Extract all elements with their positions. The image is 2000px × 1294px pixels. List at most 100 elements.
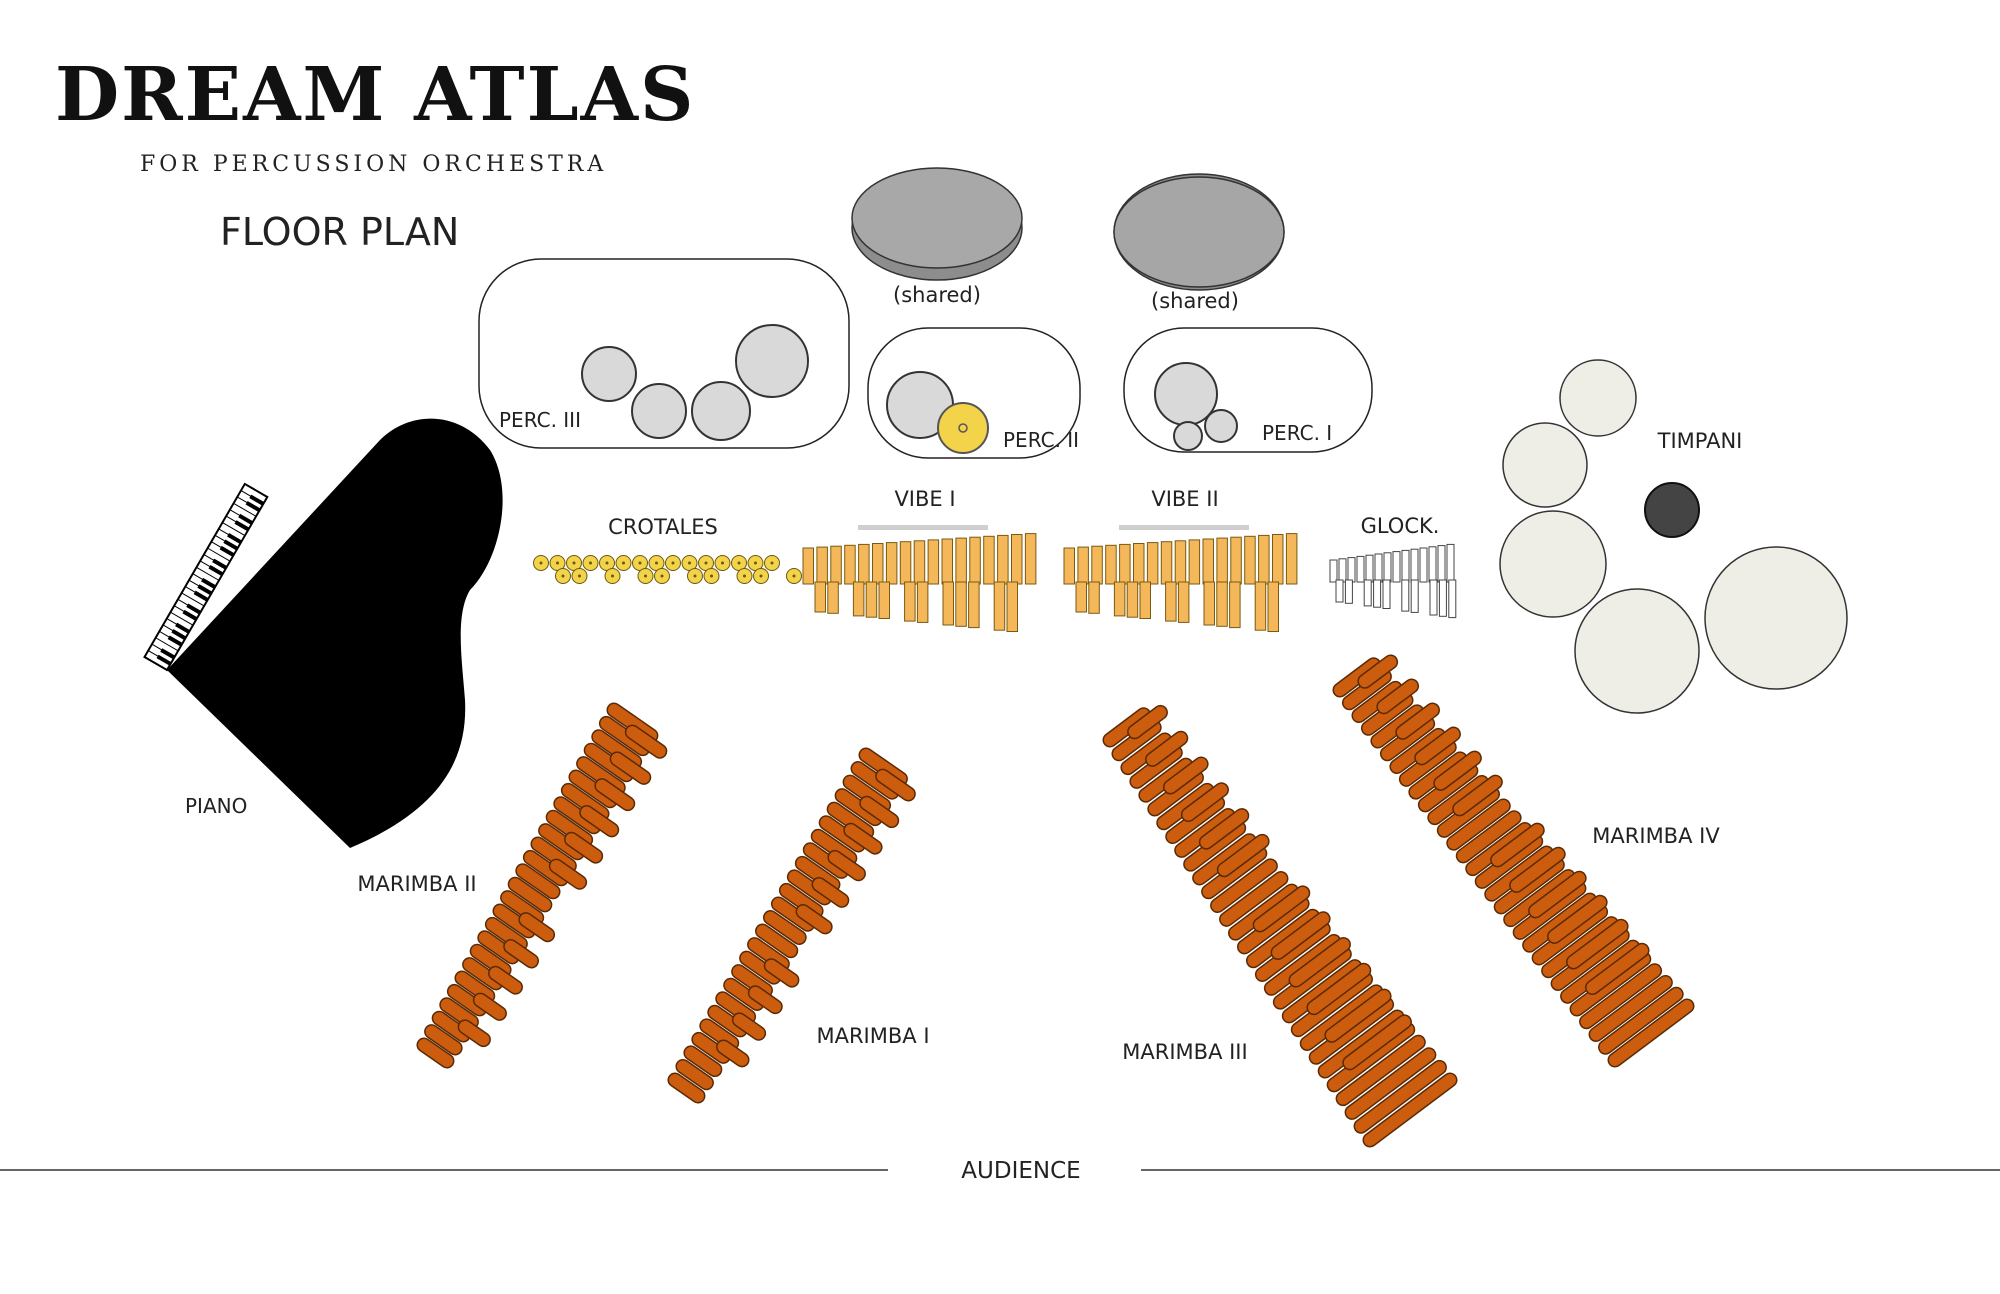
marimba-accidental: [1272, 912, 1330, 959]
marimba-bar: [748, 938, 789, 970]
glock-bar-natural: [1347, 557, 1356, 583]
vibe-bar-natural: [983, 535, 995, 585]
marimba-bar: [1139, 759, 1192, 802]
piano-white-key-edge: [166, 618, 190, 633]
glockenspiel: [1329, 543, 1457, 619]
marimba-bar: [756, 925, 797, 957]
marimba-bar: [418, 1039, 453, 1067]
crotale-center: [644, 574, 647, 578]
crotale-center: [572, 561, 576, 565]
vibe-bar-natural: [1188, 539, 1201, 585]
piano-white-key-edge: [196, 566, 220, 581]
crotale-center: [556, 561, 559, 565]
marimba-bar: [732, 965, 772, 997]
marimba-bar: [585, 744, 633, 781]
perc2-station: [867, 327, 1081, 459]
marimba3-label: MARIMBA III: [1122, 1040, 1247, 1064]
marimba-accidental: [1377, 680, 1418, 713]
vibe-bar-natural: [913, 540, 926, 585]
piano-white-key-edge: [159, 630, 183, 645]
marimba-bar: [844, 776, 890, 812]
marimba-accidental: [1254, 886, 1309, 931]
marimba-bar: [547, 811, 592, 846]
vibe-bar-natural: [1285, 533, 1298, 585]
marimba4-label: MARIMBA IV: [1592, 824, 1720, 848]
timpani: [1499, 359, 1848, 714]
marimba-bar: [1334, 658, 1380, 696]
marimba-bar: [1319, 1011, 1404, 1078]
marimba-accidental: [565, 833, 602, 863]
vibe-bar-accidental: [852, 581, 865, 617]
glock-bar-accidental: [1335, 579, 1344, 603]
marimba-accidental: [1128, 706, 1167, 738]
crotale-center: [611, 574, 614, 578]
vibe-bar-accidental: [1216, 581, 1228, 627]
shared-drum-right: [1113, 173, 1285, 291]
vibraphone-2: [1063, 525, 1298, 632]
marimba-accidental: [765, 959, 798, 987]
glock-bar-natural: [1437, 545, 1446, 583]
vibe-bar-accidental: [1075, 581, 1087, 613]
marimba-bar: [1193, 834, 1256, 884]
marimba-bar: [1533, 905, 1607, 964]
marimba-bar: [772, 897, 814, 931]
vibe-bar-natural: [1133, 543, 1145, 585]
crotales-label: CROTALES: [608, 515, 718, 539]
marimba-bar: [1381, 717, 1434, 760]
marimba-bar: [1229, 885, 1298, 940]
marimba-bar: [724, 979, 764, 1010]
vibe-bar-natural: [1091, 545, 1103, 585]
vibe-bar-natural: [1105, 544, 1117, 585]
marimba-bar: [1419, 764, 1477, 811]
vibe-rail: [858, 525, 988, 530]
marimba-bar: [1274, 948, 1351, 1009]
shared-label-right: (shared): [1151, 289, 1239, 313]
marimba-accidental: [1586, 944, 1649, 994]
crotale-center: [578, 574, 581, 578]
piano-keyboard: [143, 482, 269, 672]
marimba-accidental: [1358, 655, 1397, 688]
marimba-bar: [708, 1006, 747, 1036]
marimba-bar: [852, 762, 899, 799]
marimba-bar: [509, 878, 551, 911]
marimba-bar: [1112, 721, 1161, 760]
crotale-center: [743, 574, 746, 578]
piano-white-key-edge: [237, 496, 261, 511]
piano-white-key-edge: [199, 560, 223, 575]
glock-bar-natural: [1383, 552, 1392, 583]
crotale-center: [704, 561, 708, 565]
marimba-bar: [716, 992, 755, 1023]
marimba-accidental: [1548, 896, 1607, 943]
marimba-bar: [1523, 894, 1596, 952]
piano-white-key-edge: [218, 528, 242, 543]
marimba-bar: [494, 905, 535, 937]
vibe-bar-natural: [955, 537, 967, 585]
glock-bar-accidental: [1382, 579, 1391, 609]
crotale-center: [710, 574, 713, 578]
marimba-accidental: [1343, 1015, 1411, 1069]
marimba-accidental: [474, 994, 506, 1020]
glock-bar-accidental: [1448, 579, 1457, 619]
marimba-bar: [1504, 870, 1575, 926]
marimba-bar: [1457, 811, 1521, 862]
marimba-bar: [532, 838, 576, 872]
crotale-center: [759, 574, 763, 578]
piano-white-key-edge: [229, 509, 253, 524]
vibe-bar-accidental: [955, 581, 967, 627]
crotale-center: [754, 561, 757, 565]
vibe-bar-accidental: [1006, 581, 1018, 632]
crotale-center: [737, 561, 741, 565]
marimba-bar: [562, 784, 608, 820]
marimba-bar: [1390, 729, 1445, 773]
glock-bar-natural: [1374, 553, 1383, 583]
vibe-bar-accidental: [1267, 581, 1279, 632]
marimba-accidental: [813, 878, 848, 907]
vibe-bar-natural: [1011, 534, 1023, 585]
marimba-bar: [1256, 922, 1330, 981]
perc2-label: PERC. II: [1003, 428, 1079, 452]
marimba-bar: [1202, 847, 1266, 898]
glock-bar-accidental: [1429, 579, 1438, 616]
marimba-bar: [524, 851, 568, 885]
piano-white-key-edge: [170, 611, 194, 626]
vibe-bar-accidental: [1165, 581, 1177, 622]
